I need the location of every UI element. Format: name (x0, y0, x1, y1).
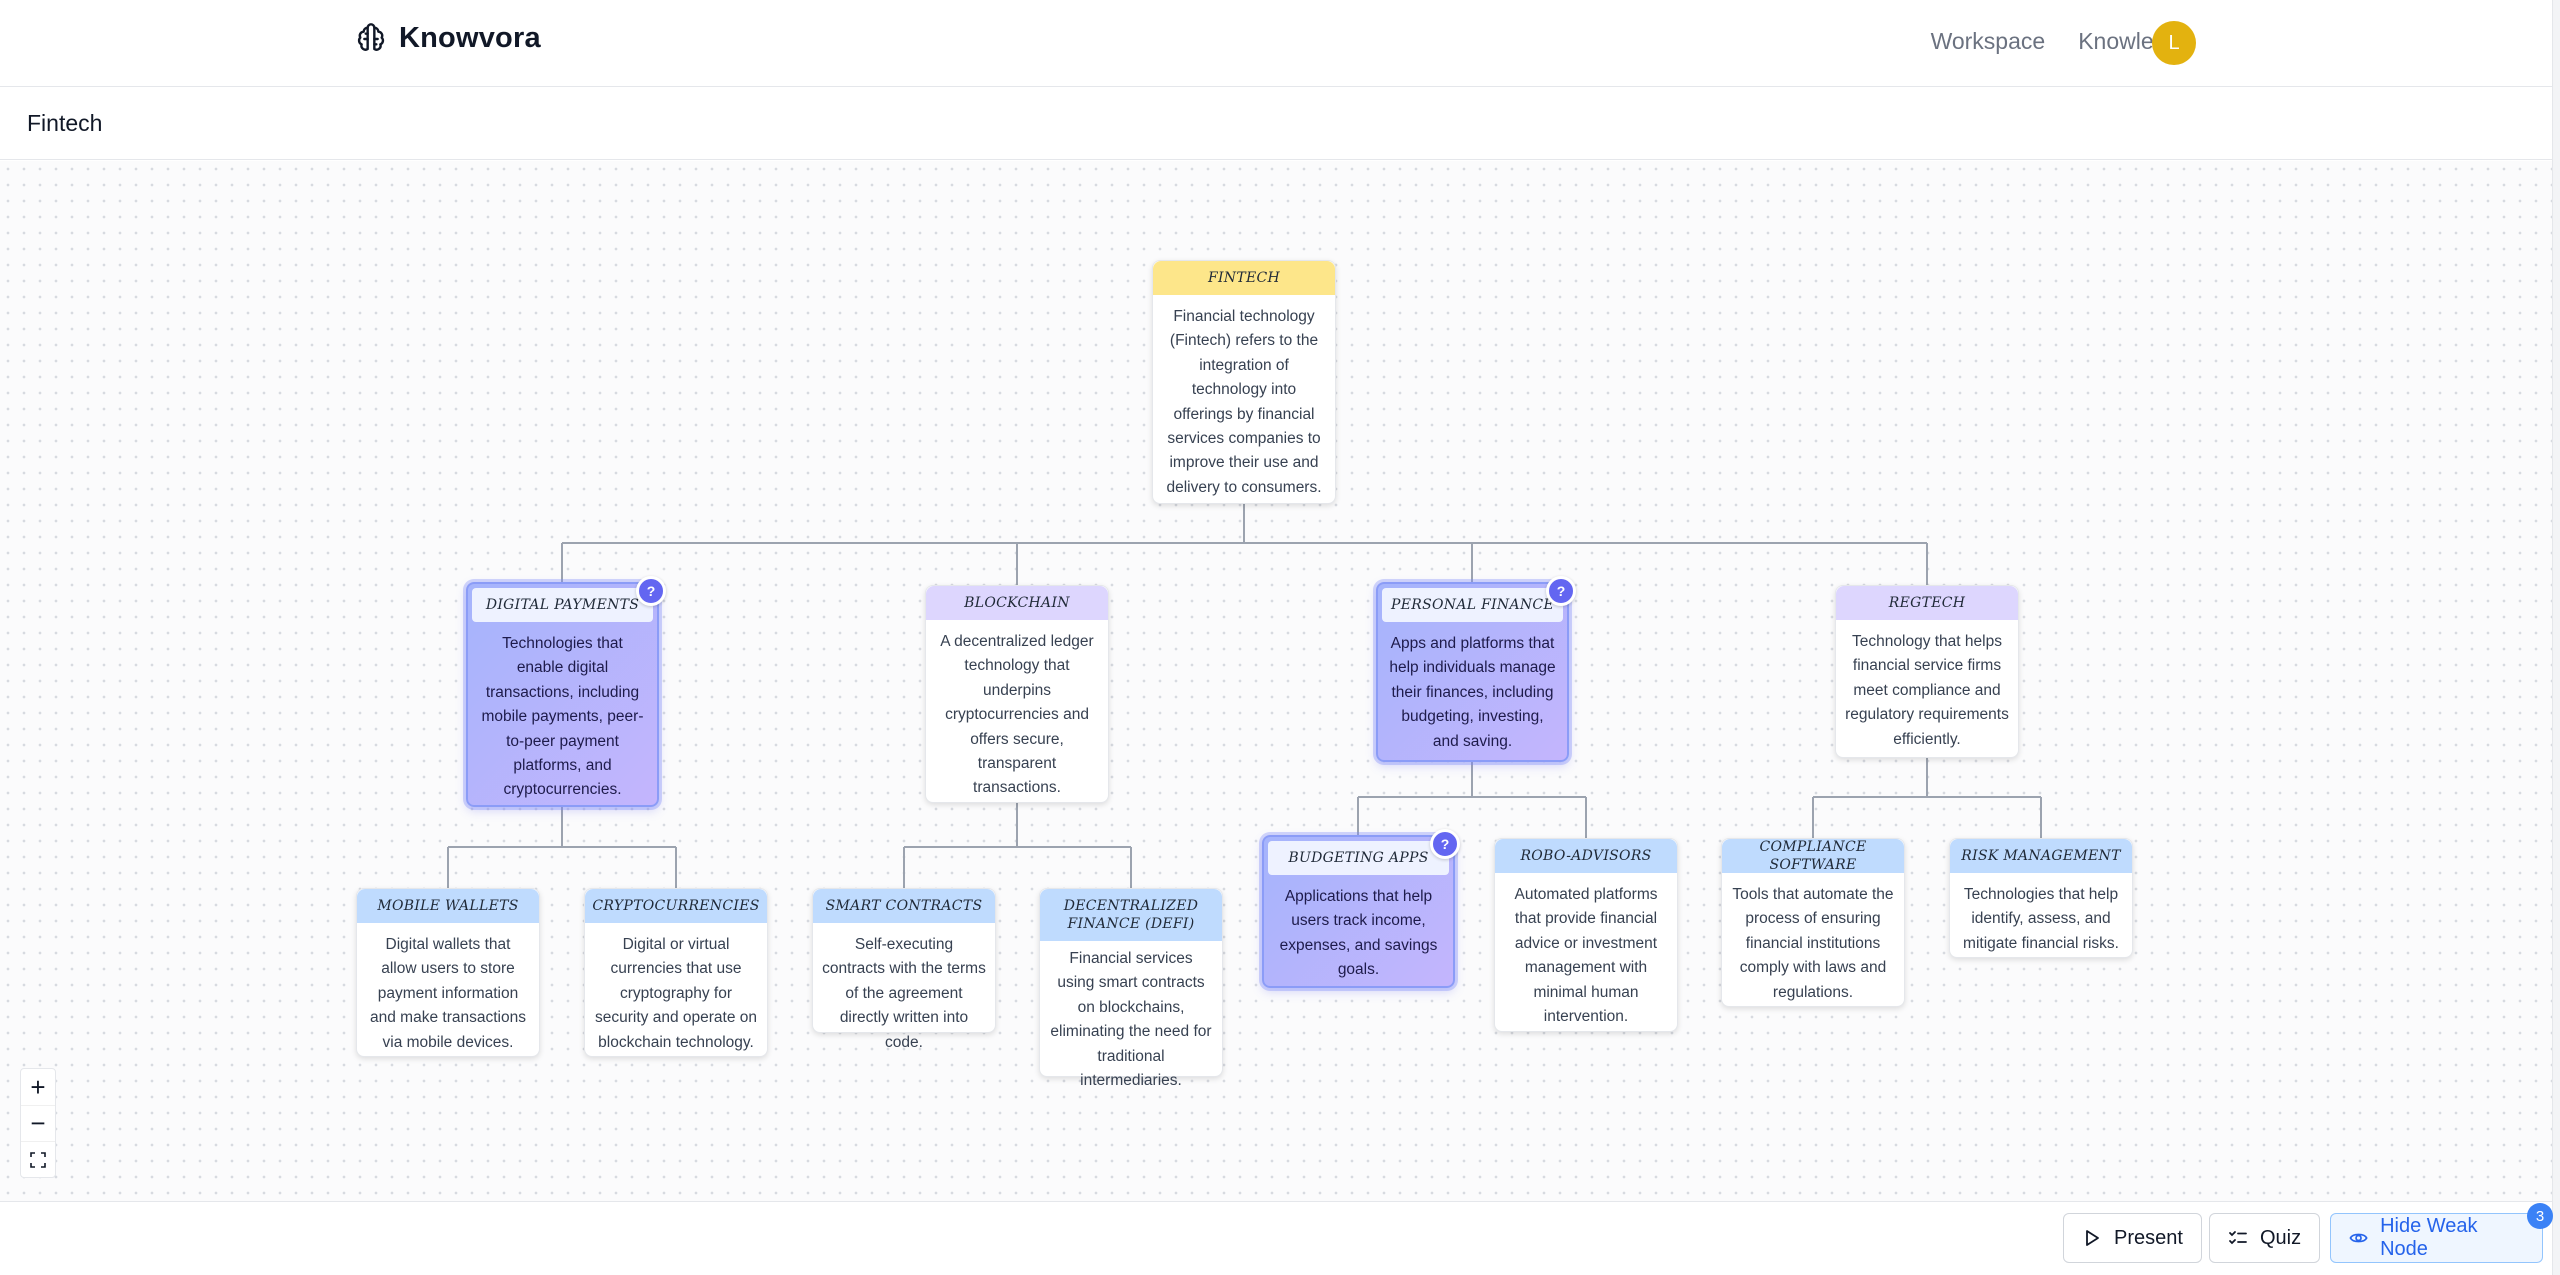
node-description: Apps and platforms that help individuals… (1389, 635, 1556, 750)
zoom-controls: + − (20, 1068, 56, 1178)
node-title: SMART CONTRACTS (813, 889, 995, 923)
node-compliance-software[interactable]: COMPLIANCE SOFTWARE Tools that automate … (1721, 838, 1905, 1007)
node-title: DIGITAL PAYMENTS (472, 588, 653, 622)
node-robo-advisors[interactable]: ROBO-ADVISORS Automated platforms that p… (1494, 838, 1678, 1032)
brand[interactable]: Knowvora (355, 22, 541, 55)
node-description: Technologies that help identify, assess,… (1963, 886, 2119, 952)
weak-node-help-icon[interactable]: ? (636, 576, 666, 606)
node-description: Tools that automate the process of ensur… (1732, 886, 1894, 1001)
node-description: Applications that help users track incom… (1279, 888, 1438, 979)
quiz-label: Quiz (2260, 1226, 2302, 1249)
zoom-in-button[interactable]: + (30, 1071, 46, 1102)
top-header: Knowvora Workspace Knowledge L (0, 0, 2552, 87)
present-button[interactable]: Present (2063, 1213, 2202, 1263)
nav-workspace[interactable]: Workspace (1930, 28, 2046, 54)
weak-node-count-badge: 3 (2527, 1203, 2553, 1229)
zoom-out-button[interactable]: − (21, 1105, 55, 1141)
scrollbar[interactable] (2552, 0, 2560, 1275)
node-title: BUDGETING APPS (1268, 841, 1449, 875)
node-title: CRYPTOCURRENCIES (585, 889, 767, 923)
hide-weak-node-label: Hide Weak Node (2380, 1215, 2478, 1260)
node-blockchain[interactable]: BLOCKCHAIN A decentralized ledger techno… (925, 585, 1109, 803)
play-icon (2086, 1230, 2099, 1246)
quiz-button[interactable]: Quiz (2209, 1213, 2321, 1263)
node-title: PERSONAL FINANCE (1382, 588, 1563, 622)
node-title: COMPLIANCE SOFTWARE (1722, 839, 1904, 873)
node-smart-contracts[interactable]: SMART CONTRACTS Self-executing contracts… (812, 888, 996, 1051)
node-description: Technologies that enable digital transac… (481, 635, 644, 799)
node-title: BLOCKCHAIN (926, 586, 1108, 620)
node-description: Financial services using smart contracts… (1050, 950, 1212, 1090)
node-description: Digital wallets that allow users to stor… (370, 936, 526, 1051)
fit-view-button[interactable] (21, 1141, 55, 1177)
node-personal-finance[interactable]: PERSONAL FINANCE Apps and platforms that… (1376, 576, 1576, 762)
checklist-icon (2229, 1231, 2247, 1245)
mindmap-canvas[interactable]: FINTECH Financial technology (Fintech) r… (0, 161, 2552, 1201)
avatar[interactable]: L (2152, 21, 2196, 65)
node-description: Technology that helps financial service … (1845, 633, 2009, 748)
sub-header: Fintech (0, 88, 2552, 160)
node-risk-management[interactable]: RISK MANAGEMENT Technologies that help i… (1949, 838, 2133, 958)
node-mobile-wallets[interactable]: MOBILE WALLETS Digital wallets that allo… (356, 888, 540, 1057)
node-digital-payments[interactable]: DIGITAL PAYMENTS Technologies that enabl… (466, 576, 666, 807)
node-description: Self-executing contracts with the terms … (822, 936, 986, 1051)
weak-node-help-icon[interactable]: ? (1430, 829, 1460, 859)
node-title: RISK MANAGEMENT (1950, 839, 2132, 873)
node-description: Financial technology (Fintech) refers to… (1166, 308, 1322, 496)
connector-lines (447, 504, 2042, 888)
weak-node-help-icon[interactable]: ? (1546, 576, 1576, 606)
brain-icon (357, 22, 385, 51)
app-name: Knowvora (399, 22, 541, 54)
node-title: MOBILE WALLETS (357, 889, 539, 923)
node-title: DECENTRALIZED FINANCE (DEFI) (1040, 889, 1222, 941)
node-title: ROBO-ADVISORS (1495, 839, 1677, 873)
node-title: REGTECH (1836, 586, 2018, 620)
node-regtech[interactable]: REGTECH Technology that helps financial … (1835, 585, 2019, 758)
page-title: Fintech (27, 110, 103, 136)
node-fintech[interactable]: FINTECH Financial technology (Fintech) r… (1152, 260, 1336, 504)
eye-icon (2349, 1233, 2368, 1243)
hide-weak-node-button[interactable]: Hide Weak Node (2330, 1213, 2543, 1263)
node-description: A decentralized ledger technology that u… (940, 633, 1094, 797)
present-label: Present (2114, 1226, 2183, 1249)
node-description: Digital or virtual currencies that use c… (595, 936, 757, 1051)
node-defi[interactable]: DECENTRALIZED FINANCE (DEFI) Financial s… (1039, 888, 1223, 1089)
node-cryptocurrencies[interactable]: CRYPTOCURRENCIES Digital or virtual curr… (584, 888, 768, 1057)
node-description: Automated platforms that provide financi… (1514, 886, 1658, 1026)
fullscreen-icon (30, 1151, 46, 1168)
node-title: FINTECH (1153, 261, 1335, 295)
node-budgeting-apps[interactable]: BUDGETING APPS Applications that help us… (1262, 829, 1460, 988)
